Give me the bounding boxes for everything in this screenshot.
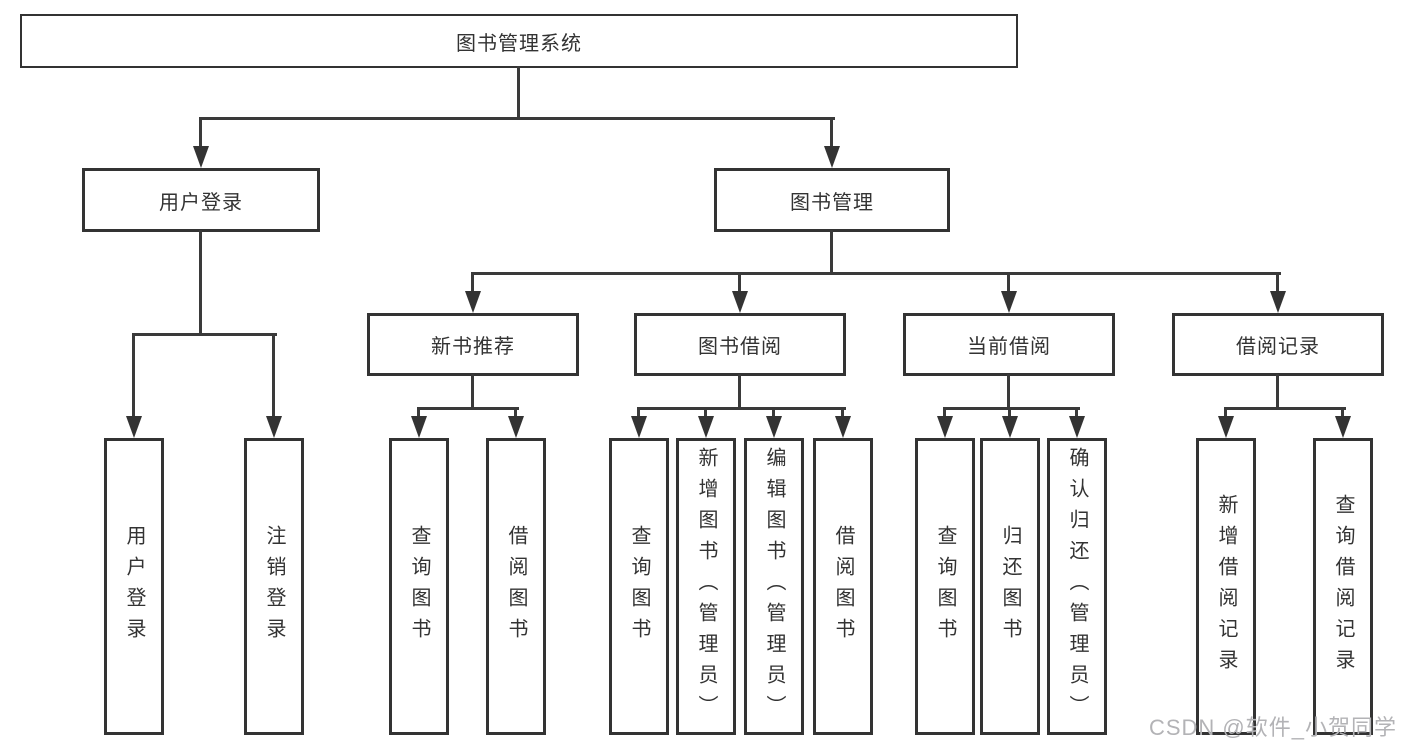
- node-root-label: 图书管理系统: [456, 32, 582, 55]
- leaf-borrow-books-1-label: 借阅图书: [505, 524, 527, 649]
- connector-drop: [830, 117, 833, 148]
- node-book-borrowing: 图书借阅: [634, 313, 846, 376]
- connector-drop: [637, 407, 640, 418]
- connector-drop: [1224, 407, 1227, 418]
- leaf-add-books-admin: 新增图书（管理员）: [676, 438, 736, 735]
- leaf-add-borrow-record: 新增借阅记录: [1196, 438, 1256, 735]
- arrow-down-icon: [1270, 291, 1286, 313]
- node-borrow-records-label: 借阅记录: [1236, 336, 1320, 358]
- connector-drop: [272, 333, 275, 418]
- node-book-borrowing-label: 图书借阅: [698, 336, 782, 358]
- node-new-book-recommend-label: 新书推荐: [431, 336, 515, 358]
- leaf-query-books-3: 查询图书: [915, 438, 975, 735]
- leaf-logout: 注销登录: [244, 438, 304, 735]
- connector-drop: [1276, 272, 1279, 293]
- node-book-management-label: 图书管理: [790, 191, 874, 214]
- arrow-down-icon: [1002, 416, 1018, 438]
- connector-drop: [471, 272, 474, 293]
- leaf-return-books: 归还图书: [980, 438, 1040, 735]
- connector-rail: [417, 407, 519, 410]
- leaf-logout-label: 注销登录: [263, 524, 285, 649]
- leaf-query-books-1: 查询图书: [389, 438, 449, 735]
- connector-stub: [1007, 374, 1010, 410]
- arrow-down-icon: [631, 416, 647, 438]
- leaf-edit-books-admin: 编辑图书（管理员）: [744, 438, 804, 735]
- node-current-borrowing-label: 当前借阅: [967, 336, 1051, 358]
- node-user-login: 用户登录: [82, 168, 320, 232]
- connector-stub: [199, 230, 202, 336]
- connector-drop: [132, 333, 135, 418]
- node-borrow-records: 借阅记录: [1172, 313, 1384, 376]
- arrow-down-icon: [732, 291, 748, 313]
- connector-drop: [772, 407, 775, 418]
- connector-rail: [471, 272, 1281, 275]
- connector-stub: [830, 230, 833, 275]
- leaf-query-books-2-label: 查询图书: [628, 524, 650, 649]
- arrow-down-icon: [1069, 416, 1085, 438]
- arrow-down-icon: [766, 416, 782, 438]
- leaf-query-borrow-record-label: 查询借阅记录: [1332, 493, 1354, 680]
- connector-stub: [517, 66, 520, 119]
- leaf-borrow-books-1: 借阅图书: [486, 438, 546, 735]
- connector-drop: [738, 272, 741, 293]
- arrow-down-icon: [698, 416, 714, 438]
- leaf-borrow-books-2: 借阅图书: [813, 438, 873, 735]
- node-current-borrowing: 当前借阅: [903, 313, 1115, 376]
- arrow-down-icon: [824, 146, 840, 168]
- arrow-down-icon: [835, 416, 851, 438]
- leaf-query-books-3-label: 查询图书: [934, 524, 956, 649]
- arrow-down-icon: [465, 291, 481, 313]
- connector-drop: [943, 407, 946, 418]
- connector-drop: [841, 407, 844, 418]
- connector-drop: [1007, 272, 1010, 293]
- connector-rail: [1224, 407, 1346, 410]
- connector-rail: [199, 117, 835, 120]
- connector-drop: [704, 407, 707, 418]
- leaf-user-login-label: 用户登录: [123, 524, 145, 649]
- connector-drop: [199, 117, 202, 148]
- node-book-management: 图书管理: [714, 168, 950, 232]
- leaf-add-books-admin-label: 新增图书（管理员）: [695, 447, 717, 726]
- connector-stub: [1276, 374, 1279, 410]
- arrow-down-icon: [1335, 416, 1351, 438]
- leaf-return-books-label: 归还图书: [999, 524, 1021, 649]
- arrow-down-icon: [193, 146, 209, 168]
- connector-drop: [417, 407, 420, 418]
- leaf-add-borrow-record-label: 新增借阅记录: [1215, 493, 1237, 680]
- connector-rail: [637, 407, 846, 410]
- leaf-user-login: 用户登录: [104, 438, 164, 735]
- leaf-query-borrow-record: 查询借阅记录: [1313, 438, 1373, 735]
- leaf-query-books-2: 查询图书: [609, 438, 669, 735]
- connector-stub: [471, 374, 474, 410]
- arrow-down-icon: [508, 416, 524, 438]
- connector-drop: [514, 407, 517, 418]
- connector-rail: [132, 333, 277, 336]
- connector-rail: [943, 407, 1080, 410]
- arrow-down-icon: [266, 416, 282, 438]
- arrow-down-icon: [126, 416, 142, 438]
- leaf-borrow-books-2-label: 借阅图书: [832, 524, 854, 649]
- connector-drop: [1075, 407, 1078, 418]
- csdn-watermark: CSDN @软件_小贺同学: [1148, 715, 1397, 740]
- arrow-down-icon: [1218, 416, 1234, 438]
- node-new-book-recommend: 新书推荐: [367, 313, 579, 376]
- leaf-edit-books-admin-label: 编辑图书（管理员）: [763, 447, 785, 726]
- connector-drop: [1341, 407, 1344, 418]
- connector-drop: [1008, 407, 1011, 418]
- arrow-down-icon: [411, 416, 427, 438]
- leaf-confirm-return-admin: 确认归还（管理员）: [1047, 438, 1107, 735]
- leaf-query-books-1-label: 查询图书: [408, 524, 430, 649]
- arrow-down-icon: [937, 416, 953, 438]
- leaf-confirm-return-admin-label: 确认归还（管理员）: [1066, 447, 1088, 726]
- node-user-login-label: 用户登录: [159, 191, 243, 214]
- connector-stub: [738, 374, 741, 410]
- node-root: 图书管理系统: [20, 14, 1018, 68]
- arrow-down-icon: [1001, 291, 1017, 313]
